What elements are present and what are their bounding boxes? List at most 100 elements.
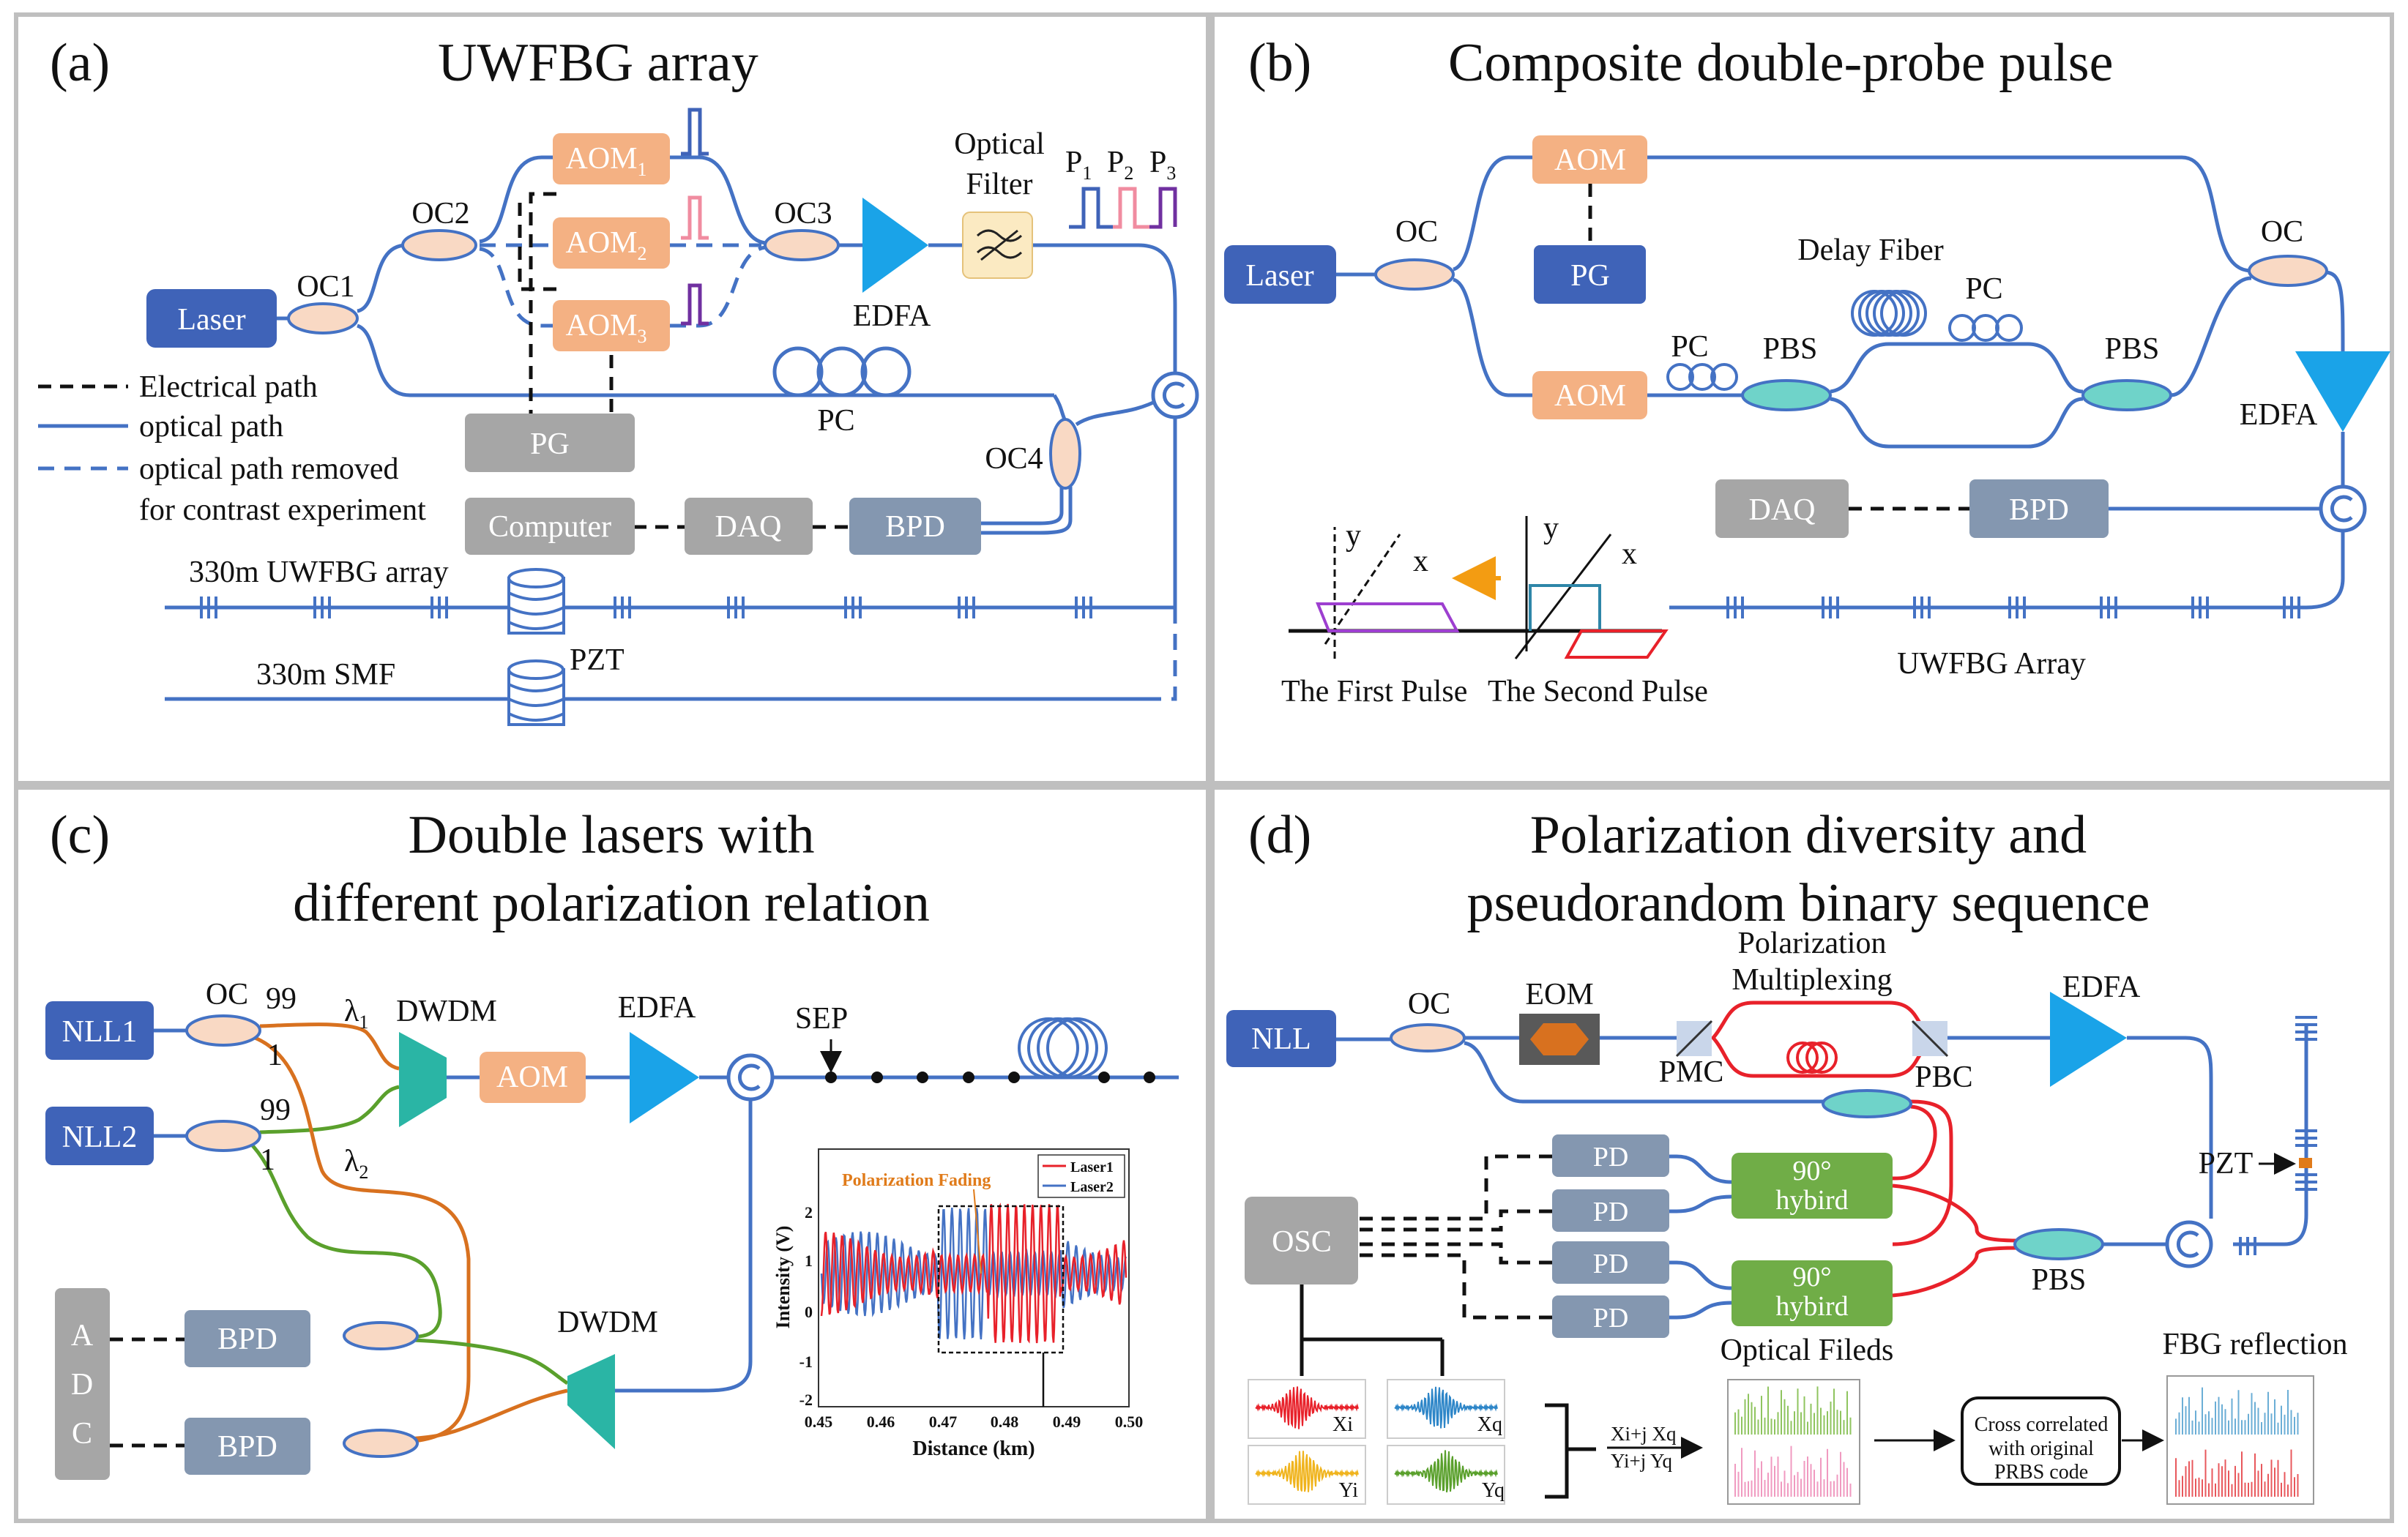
- d-pbs-label: PBS: [2032, 1263, 2087, 1297]
- b-edfa-label: EDFA: [2240, 398, 2318, 432]
- d-pd1-label: PD: [1593, 1142, 1629, 1173]
- a-edfa-triangle: [862, 198, 928, 293]
- c-bpd1-label: BPD: [217, 1323, 277, 1356]
- a-aom3-to-oc3-removed: [670, 245, 766, 328]
- c-aom-box: [480, 1052, 586, 1103]
- d-hybrid2-label-1: 90°: [1792, 1262, 1831, 1293]
- b-edfa-triangle: [2295, 351, 2390, 432]
- b-pc1-loops: [1666, 363, 1738, 391]
- a-elec-aom2: [518, 194, 556, 291]
- b-circulator: [2319, 485, 2367, 533]
- panel-c-title-2: different polarization relation: [293, 873, 930, 933]
- d-pzt-label: PZT: [2199, 1147, 2254, 1181]
- a-laser-box: [146, 289, 277, 348]
- a-circulator-to-array: [1160, 417, 1177, 610]
- d-fbg-reflection-label: FBG reflection: [2162, 1328, 2347, 1361]
- a-oc1-label: OC1: [297, 270, 354, 304]
- b-pulse2-x-axis: [1514, 534, 1612, 659]
- panel-d-title-2: pseudorandom binary sequence: [1467, 873, 2150, 933]
- a-oc4-to-bpd-1: [981, 487, 1064, 526]
- d-edfa-label: EDFA: [2062, 971, 2141, 1004]
- a-aom3-box: [553, 300, 670, 351]
- d-combine-bracket: [1545, 1403, 1596, 1499]
- c-green-to-dwdm-bottom: [380, 1337, 569, 1385]
- a-to-oc4: [1052, 394, 1067, 422]
- a-pulse-2-icon: [681, 195, 709, 240]
- d-fbg-bars-y: [2175, 1449, 2299, 1497]
- c-inset-xtick: 0.45: [805, 1413, 833, 1431]
- c-inset-xtick: 0.47: [929, 1413, 958, 1431]
- a-pzt-cylinder-top: [507, 568, 565, 635]
- a-pulse-3-icon: [681, 283, 709, 326]
- b-aom-top-to-oc-right: [1647, 155, 2252, 273]
- c-dwdm-bottom: [567, 1354, 615, 1449]
- a-aom3-label: AOM3: [565, 309, 646, 347]
- a-pzt-label: PZT: [570, 643, 625, 677]
- b-axis-x1: x: [1413, 545, 1428, 578]
- c-bpd2-box: [184, 1418, 310, 1475]
- d-hybrid2-to-pbs: [1892, 1246, 2018, 1298]
- b-daq-label: DAQ: [1749, 493, 1816, 527]
- a-filter-icon: [976, 229, 1023, 261]
- panel-a: (a) UWFBG array: [38, 33, 1199, 726]
- d-wave-xi: [1255, 1386, 1359, 1429]
- d-nll-label: NLL: [1251, 1022, 1311, 1056]
- panel-d: (d) Polarization diversity and pseudoran…: [1226, 805, 2348, 1505]
- a-oc3: [764, 229, 840, 261]
- d-circulator: [2165, 1220, 2213, 1268]
- c-ratio-99-a: 99: [266, 982, 297, 1016]
- c-inset-legend: [1037, 1154, 1125, 1198]
- d-yi-label: Yi: [1339, 1479, 1359, 1502]
- b-pulse-schematic: y x y x The First Pulse The Second Pulse: [1281, 512, 1708, 708]
- a-circulator: [1151, 371, 1199, 419]
- b-pbs2: [2081, 379, 2172, 411]
- d-combine-label-1: Xi+j Xq: [1611, 1423, 1677, 1445]
- a-circulator-arrow-icon: [1162, 381, 1185, 409]
- a-bpd-box: [849, 498, 981, 555]
- b-aom-top-label: AOM: [1554, 143, 1626, 177]
- c-inset-annotation-arrow: [973, 1189, 982, 1274]
- a-elec-aom1-pg: [529, 192, 556, 421]
- a-computer-label: Computer: [488, 510, 611, 544]
- d-polmux-label-2: Multiplexing: [1732, 963, 1892, 997]
- d-eom-label: EOM: [1525, 978, 1593, 1011]
- b-aom-top-box: [1532, 135, 1647, 184]
- c-inset-xtick: 0.49: [1053, 1413, 1081, 1431]
- b-oc-to-edfa: [2324, 270, 2345, 352]
- d-fbg-reflection-bars: [2175, 1387, 2299, 1497]
- d-oc-label: OC: [1408, 987, 1450, 1021]
- c-inset-ytick: 0: [805, 1303, 813, 1321]
- c-sep-label: SEP: [795, 1002, 848, 1036]
- d-polmux-label-1: Polarization: [1738, 927, 1887, 960]
- c-inset-ytick: -1: [799, 1353, 813, 1371]
- c-orange-to-dwdm-bottom: [380, 1388, 568, 1443]
- d-nll-box: [1226, 1010, 1336, 1067]
- d-cross-label-2: with original: [1988, 1437, 2094, 1460]
- b-daq-box: [1715, 479, 1849, 538]
- d-pd3-box: [1552, 1241, 1669, 1284]
- c-inset-ytick: -2: [799, 1391, 813, 1409]
- d-lo-to-hybrid1: [1892, 1104, 1937, 1181]
- c-lambda1-label: λ1: [344, 995, 368, 1033]
- a-computer-box: [465, 498, 635, 555]
- a-oc4-label: OC4: [985, 442, 1043, 476]
- a-oc2-to-aom1: [479, 155, 553, 244]
- a-aom1-to-oc3: [670, 155, 766, 245]
- b-second-pulse-label: The Second Pulse: [1488, 675, 1708, 708]
- c-inset-ytick: 1: [805, 1252, 813, 1270]
- a-daq-label: DAQ: [715, 510, 782, 544]
- b-pulse1-x-axis: [1324, 534, 1401, 645]
- b-pbs1: [1741, 379, 1832, 411]
- d-cross-label-1: Cross correlated: [1975, 1413, 2109, 1436]
- d-xq-label: Xq: [1477, 1413, 1502, 1436]
- a-p2-label: P2: [1107, 146, 1133, 184]
- panel-c-tag: (c): [50, 805, 110, 865]
- panel-d-frame: [1210, 785, 2394, 1523]
- a-oc2: [401, 229, 477, 261]
- c-circulator-to-dwdm: [615, 1099, 753, 1393]
- panel-c-title-1: Double lasers with: [409, 805, 815, 865]
- a-pc-label: PC: [817, 404, 854, 438]
- c-dwdm-top: [399, 1032, 447, 1127]
- c-adc-box: [55, 1288, 110, 1480]
- b-second-pulse-shape-x: [1564, 629, 1669, 659]
